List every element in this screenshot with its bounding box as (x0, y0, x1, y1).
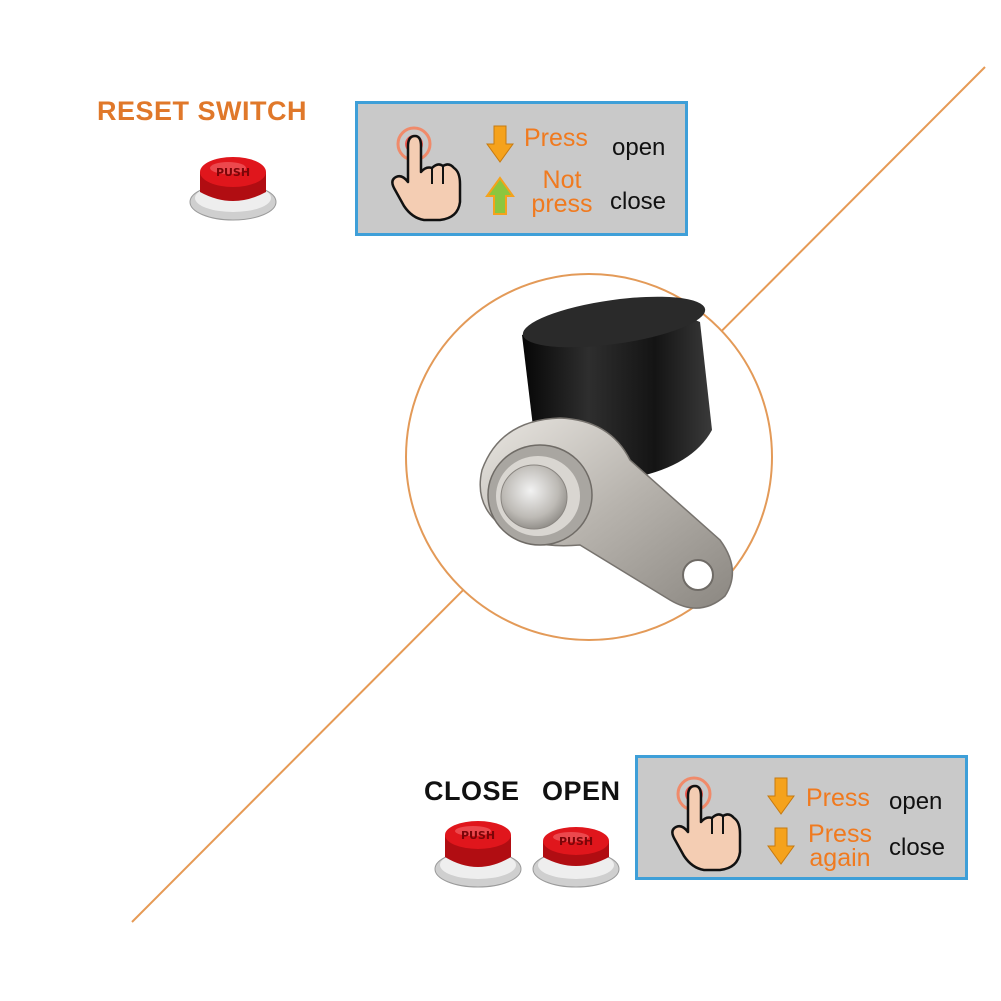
press-action-text: Press (524, 124, 588, 152)
close-result-text: close (889, 834, 946, 861)
down-arrow-icon (767, 827, 795, 865)
open-heading: OPEN (542, 776, 621, 806)
close-result-text: close (610, 188, 667, 215)
not-press-action-text: Not press (524, 166, 600, 218)
press-again-line2: again (809, 844, 871, 872)
not-press-line2: press (531, 190, 593, 218)
press-action-text: Press (806, 784, 870, 812)
down-arrow-icon (486, 125, 514, 163)
switch-product-photo (479, 296, 734, 609)
reset-legend-panel: Press open Not press close (355, 101, 688, 236)
close-heading: CLOSE (424, 776, 520, 806)
up-arrow-icon (485, 176, 515, 215)
open-result-text: open (612, 134, 666, 161)
press-again-line1: Press (808, 820, 872, 848)
down-arrow-icon (767, 777, 795, 815)
open-result-text: open (889, 788, 943, 815)
not-press-line1: Not (542, 166, 582, 194)
press-again-action-text: Press again (798, 820, 882, 872)
reset-switch-heading: RESET SWITCH (97, 96, 308, 126)
push-label: PUSH (461, 829, 495, 842)
tap-hand-icon (391, 126, 462, 222)
close-push-button: PUSH (434, 821, 522, 888)
push-label: PUSH (216, 166, 250, 179)
tap-hand-icon (671, 776, 742, 872)
open-push-button: PUSH (532, 827, 620, 888)
push-label: PUSH (559, 835, 593, 848)
reset-push-button: PUSH (189, 157, 277, 221)
latching-legend-panel: Press open Press again close (635, 755, 968, 880)
